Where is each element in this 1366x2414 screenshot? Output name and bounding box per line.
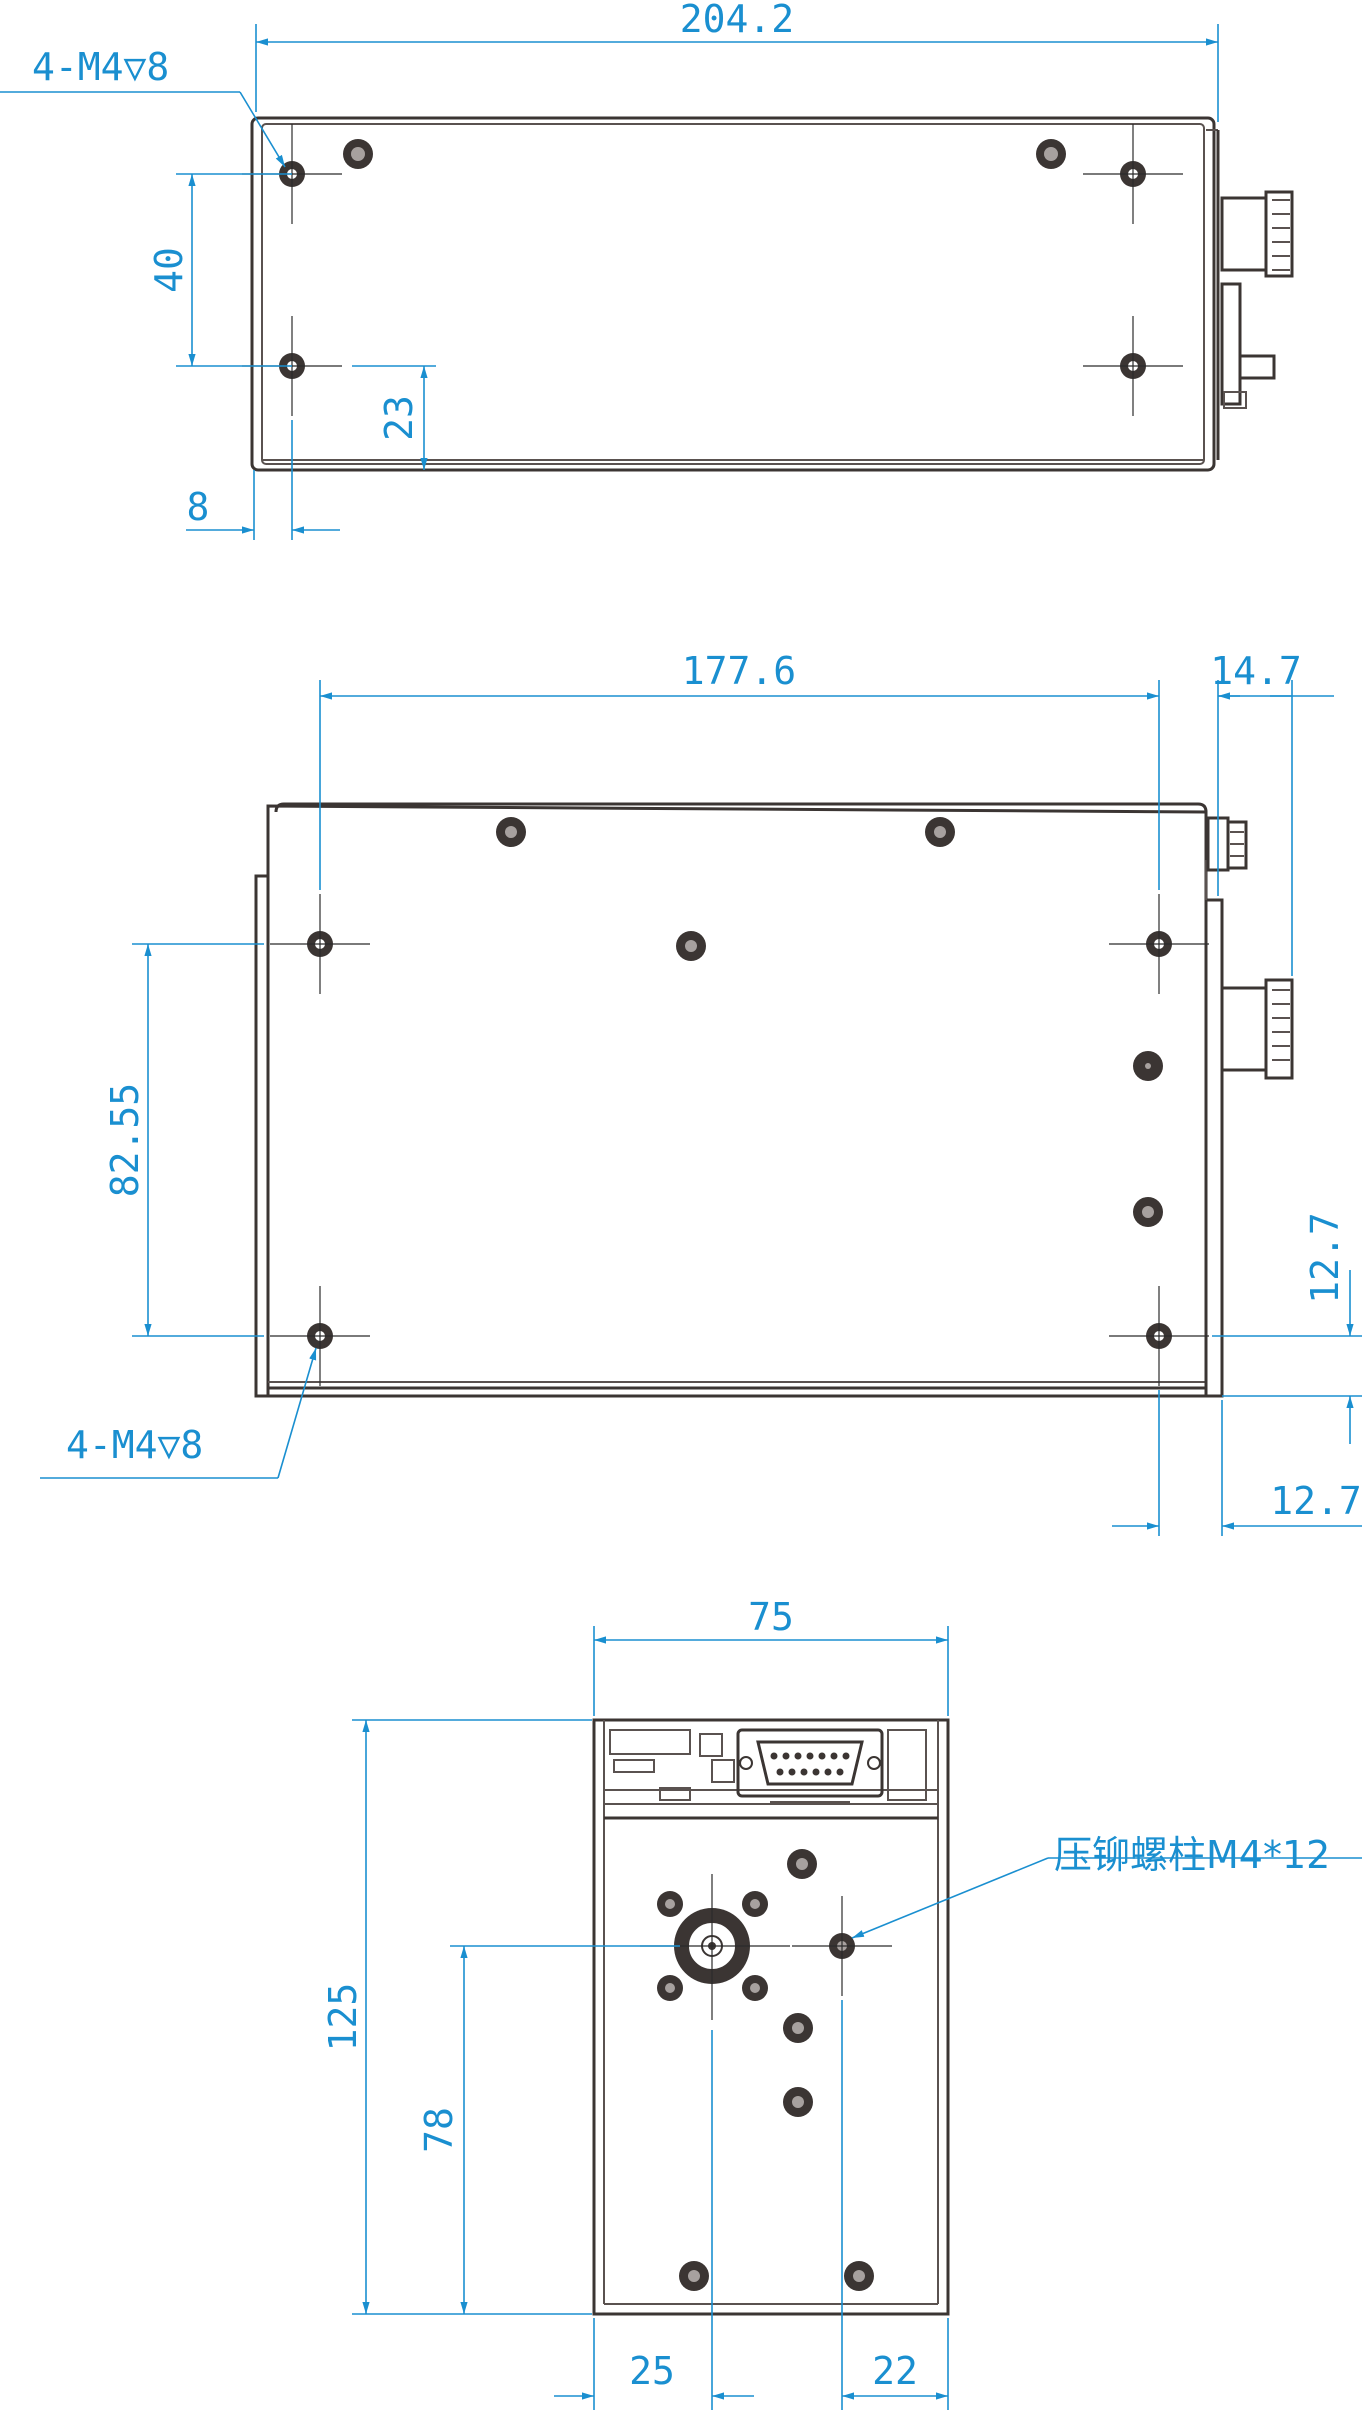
end-dim-width: 75	[593, 1595, 949, 1716]
side-callout-label: 4-M4▽8	[66, 1423, 203, 1467]
top-view-connector-sma	[1220, 190, 1294, 278]
side-dim-connector-label: 14.7	[1210, 649, 1302, 693]
end-callout: 压铆螺柱M4*12	[851, 1833, 1362, 1939]
top-dim-offset-y: 23	[352, 365, 436, 470]
end-dim-center-y: 78	[417, 1945, 680, 2314]
top-view-holes	[242, 124, 1183, 416]
side-view-connector-sma	[1220, 978, 1294, 1080]
end-dim-center-y-label: 78	[417, 2107, 461, 2153]
top-dim-spacing-label: 40	[147, 247, 191, 293]
side-dim-edge-h-label: 12.7	[1270, 1479, 1362, 1523]
top-dim-length-label: 204.2	[680, 0, 794, 41]
top-view-housing	[250, 116, 1220, 472]
end-dim-height: 125	[321, 1719, 592, 2315]
end-view: 75 125 78 25 22	[321, 1595, 1362, 2410]
side-dim-spacing: 82.55	[103, 943, 264, 1337]
top-callout: 4-M4▽8	[0, 45, 286, 168]
end-dim-right-x: 22	[841, 2000, 949, 2410]
top-dim-spacing: 40	[147, 173, 292, 367]
end-dim-left-x-label: 25	[629, 2349, 675, 2393]
end-dim-right-x-label: 22	[872, 2349, 918, 2393]
end-callout-label: 压铆螺柱M4*12	[1054, 1833, 1330, 1877]
top-view: 204.2 40 23 8 4-M4▽8	[0, 0, 1294, 540]
side-view-holes	[270, 817, 1209, 1386]
end-dim-left-x: 25	[554, 2030, 754, 2410]
side-dim-edge-v: 12.7	[1212, 1212, 1362, 1444]
side-callout: 4-M4▽8	[40, 1347, 317, 1479]
side-dim-edge-h: 12.7	[1112, 1390, 1362, 1536]
top-view-connector-pin	[1220, 282, 1276, 409]
side-dim-connector: 14.7	[1210, 649, 1334, 976]
top-dim-offset-x: 8	[186, 420, 340, 540]
side-dim-edge-v-label: 12.7	[1303, 1212, 1347, 1304]
side-view-housing	[254, 802, 1224, 1398]
end-view-holes	[679, 1849, 892, 2291]
top-dim-offset-y-label: 23	[377, 395, 421, 441]
side-view-connector-top	[1206, 816, 1248, 872]
top-dim-offset-x-label: 8	[187, 485, 210, 529]
end-view-sma-connector	[640, 1874, 790, 2020]
side-dim-length: 177.6	[319, 649, 1160, 890]
top-dim-length: 204.2	[255, 0, 1219, 122]
side-dim-length-label: 177.6	[682, 649, 796, 693]
end-dim-height-label: 125	[321, 1983, 365, 2052]
side-dim-spacing-label: 82.55	[103, 1083, 147, 1197]
end-view-db15-connector	[736, 1728, 884, 1803]
top-callout-label: 4-M4▽8	[32, 45, 169, 89]
end-dim-width-label: 75	[748, 1595, 794, 1639]
end-view-housing	[592, 1718, 950, 2316]
side-view: 177.6 14.7 82.55 12.7	[40, 649, 1362, 1536]
